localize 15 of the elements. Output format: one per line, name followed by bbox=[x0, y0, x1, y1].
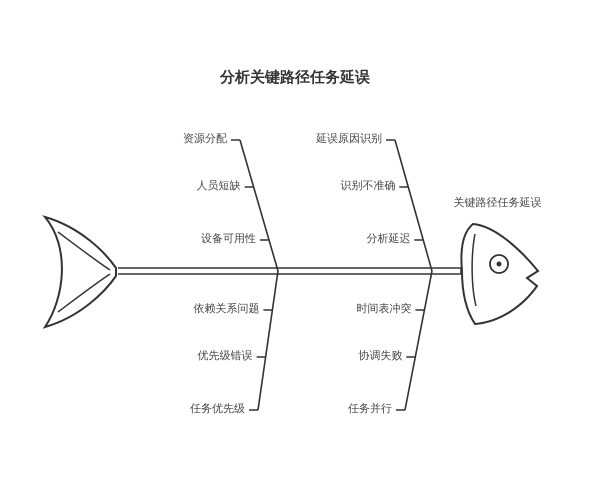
cause-label: 协调失败 bbox=[358, 349, 402, 363]
title: 分析关键路径任务延误 bbox=[218, 68, 371, 87]
cause-label: 资源分配 bbox=[183, 132, 227, 146]
cause-label: 时间表冲突 bbox=[356, 302, 412, 316]
effect-label: 关键路径任务延误 bbox=[452, 196, 542, 210]
spine-line bbox=[117, 267, 462, 275]
cause-label: 任务并行 bbox=[348, 402, 392, 416]
cause-label: 分析延迟 bbox=[366, 232, 410, 246]
cause-label: 识别不准确 bbox=[340, 179, 396, 193]
cause-label: 设备可用性 bbox=[201, 232, 256, 246]
cause-label: 依赖关系问题 bbox=[193, 302, 260, 316]
cause-label: 人员短缺 bbox=[196, 179, 241, 193]
cause-label: 优先级错误 bbox=[198, 349, 253, 363]
cause-label: 任务优先级 bbox=[190, 402, 245, 416]
cause-label: 延误原因识别 bbox=[316, 132, 382, 146]
